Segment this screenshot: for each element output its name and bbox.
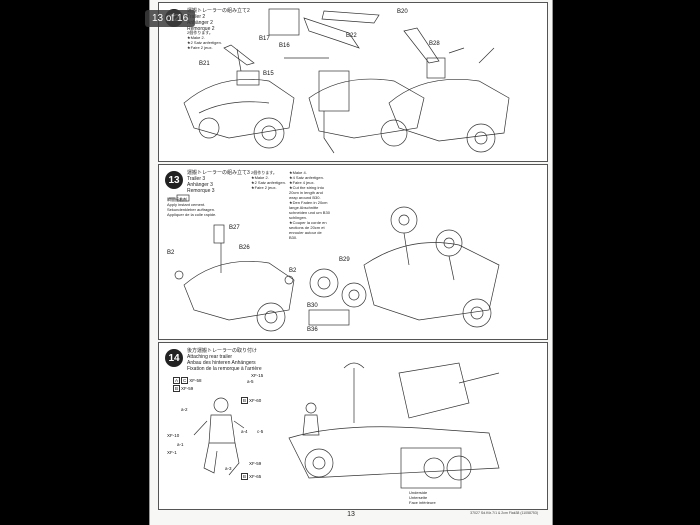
title-line: Fixation de la remorque à l'arrière — [187, 366, 262, 372]
part-label: B27 — [229, 225, 240, 231]
note-line: 2個作ります。 — [187, 30, 213, 35]
step-14-panel: 14 後方運搬トレーラーの取り付け Attaching rear trailer… — [158, 342, 548, 510]
note-line: ★2 Satz anfertigen. — [251, 180, 286, 185]
note-line: ★Make 4. — [289, 170, 307, 175]
note-line: ★4 Satz anfertigen. — [289, 175, 324, 180]
step-12-panel: 12 運搬トレーラーの組み立て2 Trailer 2 Anhänger 2 Re… — [158, 2, 548, 162]
product-code: 37027 Sd.Kfz.7/1 & 2cm Flak38 (11058753) — [470, 511, 538, 515]
title-line: Attaching rear trailer — [187, 354, 233, 360]
string-note: ★Make 4. ★4 Satz anfertigen. ★Faire 4 je… — [289, 170, 330, 240]
part-label: B2 — [289, 268, 297, 274]
note-line: ★Den Faden in 20cm — [289, 200, 328, 205]
note-line: sections de 20cm et — [289, 225, 325, 230]
title-jp: 運搬トレーラーの組み立て2 — [187, 8, 250, 14]
paint-label: XF-59 — [249, 461, 262, 466]
part-label: B36 — [307, 327, 318, 333]
part-label: B15 — [263, 71, 274, 77]
paint-code: XF-59 — [181, 386, 194, 391]
title-line: Trailer 3 — [187, 176, 206, 182]
note-line: ★Make 2. — [251, 175, 269, 180]
part-label: a-2 — [181, 407, 188, 412]
make-note: 2個作ります。 ★Make 2. ★2 Satz anfertigen. ★Fa… — [251, 170, 286, 190]
note-line: ★Faire 4 jeux. — [289, 180, 315, 185]
paint-code: XF-65 — [249, 474, 262, 479]
note-line: Sekundenkleber auftragen. — [167, 207, 216, 212]
title-jp: 運搬トレーラーの組み立て3 — [187, 170, 250, 176]
part-label: a-1 — [177, 442, 184, 447]
note-line: schneiden und um B30 — [289, 210, 330, 215]
note-line: ★2 Satz anfertigen. — [187, 40, 222, 45]
step-13-title: 運搬トレーラーの組み立て3 Trailer 3 Anhänger 3 Remor… — [187, 170, 250, 194]
inset-line: Underside — [409, 490, 428, 495]
paint-code: XF-58 — [189, 378, 202, 383]
part-label: a-5 — [247, 379, 254, 384]
step-12-illustration — [183, 8, 510, 154]
part-label: B2 — [167, 250, 175, 256]
paint-label: XF-15 — [251, 373, 264, 378]
note-line: ★Couper la corde en — [289, 220, 327, 225]
page-counter: 13 of 16 — [145, 10, 196, 27]
page-number: 13 — [347, 511, 355, 518]
step-12-title: 運搬トレーラーの組み立て2 Trailer 2 Anhänger 2 Remor… — [187, 8, 250, 32]
step-14-title: 後方運搬トレーラーの取り付け Attaching rear trailer An… — [187, 348, 262, 372]
title-line: Anhänger 3 — [187, 182, 213, 188]
part-label: B26 — [239, 245, 250, 251]
title-line: Trailer 2 — [187, 14, 206, 20]
step-number-badge: 14 — [165, 349, 183, 367]
title-jp: 後方運搬トレーラーの取り付け — [187, 348, 258, 354]
part-label: B28 — [429, 41, 440, 47]
note-line: ★Faire 2 jeux. — [187, 45, 213, 50]
note-line: wrap around B30. — [289, 195, 321, 200]
inset-line: Unterseite — [409, 495, 428, 500]
part-label: B22 — [346, 33, 357, 39]
note-line: 2個作ります。 — [251, 170, 277, 175]
inset-caption: Underside Unterseite Face inférieure — [409, 490, 436, 505]
part-label: a-4 — [241, 429, 248, 434]
note-line: lange Abschnitte — [289, 205, 319, 210]
part-label: c-5 — [257, 429, 264, 434]
part-label: a-3 — [225, 466, 232, 471]
inset-line: Face inférieure — [409, 500, 436, 505]
note-line: B30. — [289, 235, 298, 240]
part-label: B16 — [279, 43, 290, 49]
note-line: Appliquer de la colle rapide. — [167, 212, 217, 217]
part-label: B20 — [397, 9, 408, 15]
note-line: ★Make 2. — [187, 35, 205, 40]
part-label: B21 — [199, 61, 210, 67]
title-line: Remorque 3 — [187, 188, 215, 194]
step-13-panel: 13 運搬トレーラーの組み立て3 Trailer 3 Anhänger 3 Re… — [158, 164, 548, 340]
note-line: ★Faire 2 jeux. — [251, 185, 277, 190]
note-line: enrouler autour de — [289, 230, 322, 235]
part-label: B29 — [339, 257, 350, 263]
paint-label: XF-10 — [167, 433, 180, 438]
step-14-illustration — [193, 362, 500, 489]
title-line: Remorque 2 — [187, 26, 215, 32]
document-page: 12 運搬トレーラーの組み立て2 Trailer 2 Anhänger 2 Re… — [150, 0, 552, 525]
note-line: schlingen. — [289, 215, 308, 220]
step-number-badge: 13 — [165, 171, 183, 189]
title-line: Anhänger 2 — [187, 20, 213, 26]
title-line: Anbau des hinteren Anhängers — [187, 360, 256, 366]
part-label: B30 — [307, 303, 318, 309]
part-label: B17 — [259, 36, 270, 42]
note-line: ★Cut the string into — [289, 185, 324, 190]
step-13-illustration — [169, 194, 500, 332]
note-line: 20cm in length and — [289, 190, 323, 195]
paint-code: XF-60 — [249, 398, 262, 403]
make-note: 2個作ります。 ★Make 2. ★2 Satz anfertigen. ★Fa… — [187, 30, 222, 50]
paint-label: XF-1 — [167, 450, 177, 455]
note-line: Apply instant cement. — [167, 202, 206, 207]
